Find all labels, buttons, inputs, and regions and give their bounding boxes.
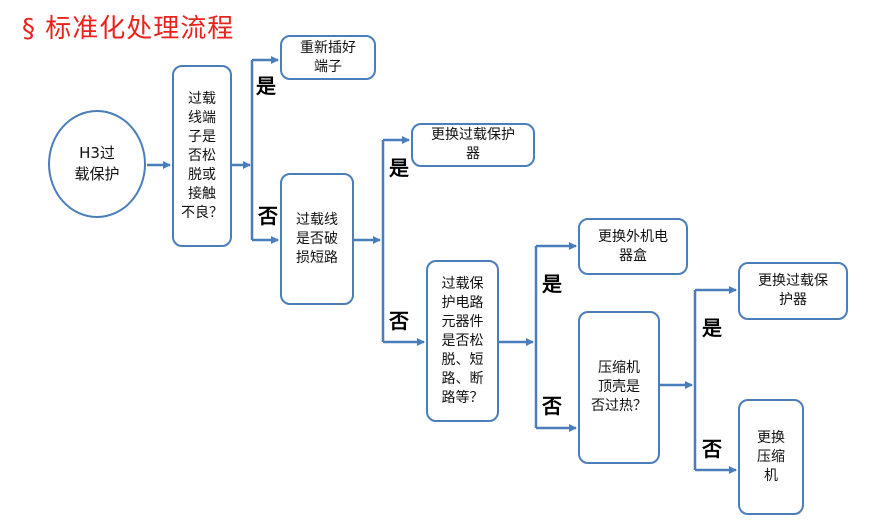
question-compressor-overheat: 压缩机 顶壳是 否过热？ bbox=[578, 311, 660, 464]
page-title: § 标准化处理流程 bbox=[22, 14, 235, 44]
action-reinsert-terminal: 重新插好 端子 bbox=[280, 35, 376, 80]
start-node-h3-overload: H3过 载保护 bbox=[48, 110, 146, 218]
branch-label-no-4: 否 bbox=[702, 437, 722, 461]
question-circuit-components: 过载保 护电路 元器件 是否松 脱、短 路、断 路等？ bbox=[426, 260, 499, 422]
action-replace-compressor: 更换 压缩 机 bbox=[738, 399, 804, 515]
branch-label-yes-1: 是 bbox=[256, 74, 276, 98]
question-wire-damaged: 过载线 是否破 损短路 bbox=[280, 173, 354, 305]
branch-label-yes-4: 是 bbox=[702, 316, 722, 340]
branch-label-yes-2: 是 bbox=[389, 156, 409, 180]
action-replace-overload-protector-1: 更换过载保护 器 bbox=[411, 123, 535, 167]
branch-label-no-2: 否 bbox=[389, 309, 409, 333]
branch-label-no-3: 否 bbox=[542, 394, 562, 418]
branch-label-yes-3: 是 bbox=[542, 272, 562, 296]
action-replace-overload-protector-2: 更换过载保 护器 bbox=[738, 262, 848, 320]
action-replace-electrical-box: 更换外机电 器盒 bbox=[578, 218, 688, 275]
branch-label-no-1: 否 bbox=[258, 204, 278, 228]
question-terminal-loose: 过载 线端 子是 否松 脱或 接触 不良？ bbox=[172, 65, 232, 247]
